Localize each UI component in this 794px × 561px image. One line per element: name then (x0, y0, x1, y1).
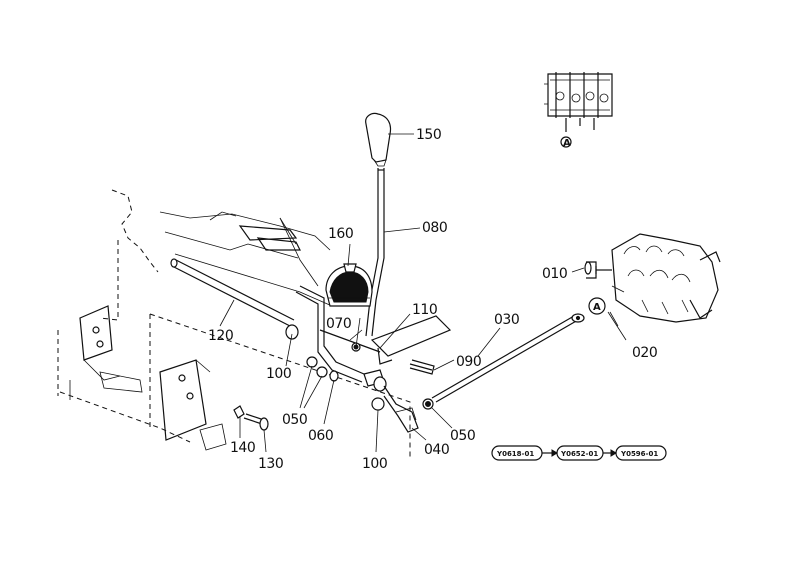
code-3: Y0596-01 (620, 450, 658, 458)
label-160: 160 (328, 226, 353, 242)
label-010: 010 (542, 266, 567, 282)
code-box-3 (615, 445, 667, 461)
code-1: Y0618-01 (496, 450, 534, 458)
label-080: 080 (422, 220, 447, 236)
control-valve (584, 233, 721, 327)
lever-plate (349, 315, 452, 365)
lever-boot (279, 217, 373, 307)
label-050-left: 050 (282, 412, 307, 428)
label-100-upper: 100 (266, 366, 291, 382)
code-2: Y0652-01 (560, 450, 598, 458)
valve-detail: A (544, 72, 613, 149)
linkage-assembly (295, 285, 419, 433)
valve-callout: A (588, 297, 606, 315)
control-rod (395, 313, 585, 421)
label-020: 020 (632, 345, 657, 361)
label-120: 120 (208, 328, 233, 344)
label-040: 040 (424, 442, 449, 458)
left-mount-plate (69, 305, 143, 400)
label-140: 140 (230, 440, 255, 456)
part-labels: 150 080 160 120 070 110 100 090 050 060 … (208, 127, 658, 472)
valve-callout-a: A (593, 302, 601, 313)
label-130: 130 (258, 456, 283, 472)
label-110: 110 (412, 302, 437, 318)
label-030: 030 (494, 312, 519, 328)
label-070: 070 (326, 316, 351, 332)
chassis-frame (57, 189, 411, 460)
label-090: 090 (456, 354, 481, 370)
label-100-lower: 100 (362, 456, 387, 472)
revision-codes: Y0618-01 Y0652-01 Y0596-01 (491, 445, 667, 461)
arrow-right-icon (551, 449, 558, 457)
cross-shaft (170, 258, 299, 340)
lower-bracket (159, 359, 227, 451)
lever-knob (365, 112, 392, 167)
leader-lines (219, 133, 627, 453)
lever-rod (365, 168, 385, 337)
label-150: 150 (416, 127, 441, 143)
hardware (233, 342, 435, 431)
detail-callout-a: A (563, 138, 571, 149)
label-060: 060 (308, 428, 333, 444)
label-050-right: 050 (450, 428, 475, 444)
arrow-right-icon (610, 449, 617, 457)
